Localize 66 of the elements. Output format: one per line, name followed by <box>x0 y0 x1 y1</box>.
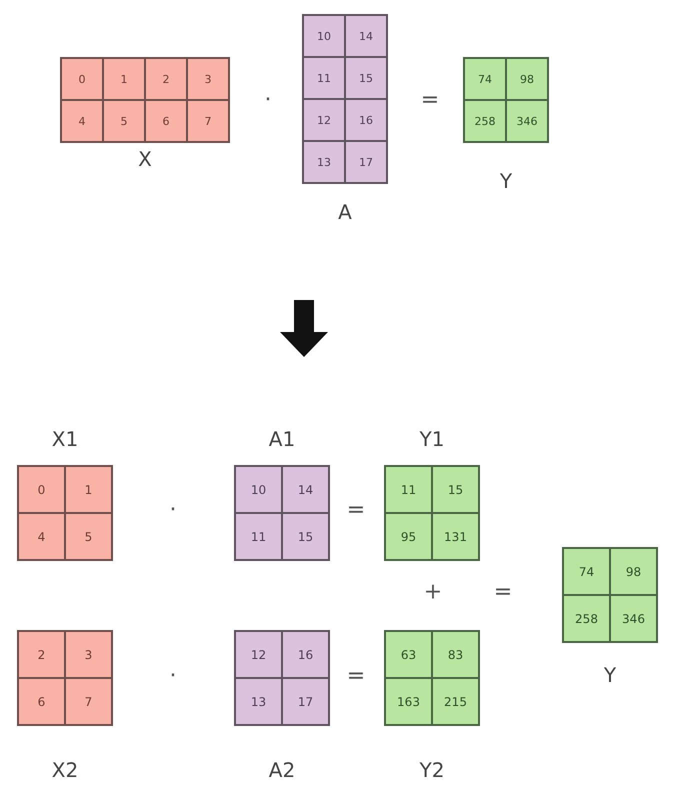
matrix-cell: 12 <box>303 99 345 141</box>
matrix-cell: 346 <box>610 595 657 642</box>
matrix-cell: 17 <box>282 678 329 725</box>
matrix-cell: 14 <box>345 15 387 57</box>
matrix-cell: 1 <box>65 466 112 513</box>
matrix-cell: 163 <box>385 678 432 725</box>
matrix-cell: 215 <box>432 678 479 725</box>
operator-sign: = <box>494 580 512 604</box>
matrix-cell: 346 <box>506 100 548 142</box>
matrix-cell: 74 <box>464 58 506 100</box>
operator-sign: + <box>424 580 442 604</box>
operator-sign: · <box>264 88 272 112</box>
matrix-cell: 4 <box>61 100 103 142</box>
matrix-cell: 14 <box>282 466 329 513</box>
matrix-cell: 7 <box>187 100 229 142</box>
matrix-cell: 2 <box>18 631 65 678</box>
matrix-cell: 10 <box>303 15 345 57</box>
matrix-name: X <box>138 146 152 173</box>
matrix-name: X2 <box>52 757 78 784</box>
matrix-cell: 7 <box>65 678 112 725</box>
matrix-cell: 16 <box>345 99 387 141</box>
matrix-cell: 15 <box>345 57 387 99</box>
matrix-cell: 11 <box>303 57 345 99</box>
matrix-cell: 131 <box>432 513 479 560</box>
matrix-cell: 6 <box>18 678 65 725</box>
operator-sign: = <box>346 664 366 688</box>
operator-sign: = <box>346 498 366 522</box>
matrix-name: A2 <box>268 757 296 784</box>
operator-sign: = <box>420 88 440 112</box>
matrix-cell: 74 <box>563 548 610 595</box>
matrix-cell: 98 <box>610 548 657 595</box>
matrix-cell: 12 <box>235 631 282 678</box>
matrix-cell: 63 <box>385 631 432 678</box>
matrix-cell: 15 <box>282 513 329 560</box>
matrix-name: Y <box>604 662 616 689</box>
matrix-cell: 6 <box>145 100 187 142</box>
matrix-cell: 13 <box>235 678 282 725</box>
matrix-cell: 3 <box>65 631 112 678</box>
matrix-cell: 3 <box>187 58 229 100</box>
matrix-cell: 2 <box>145 58 187 100</box>
matrix-cell: 0 <box>61 58 103 100</box>
matrix-name: Y2 <box>420 757 444 784</box>
matrix-name: Y1 <box>420 426 444 453</box>
matrix-name: Y <box>500 168 512 195</box>
operator-sign: · <box>170 498 176 522</box>
matrix-cell: 11 <box>235 513 282 560</box>
matrix-name: A1 <box>268 426 296 453</box>
matrix-cell: 258 <box>563 595 610 642</box>
matrix-cell: 0 <box>18 466 65 513</box>
matrix-cell: 10 <box>235 466 282 513</box>
matrix-cell: 1 <box>103 58 145 100</box>
matrix-cell: 17 <box>345 141 387 183</box>
matrix-name: A <box>338 199 352 226</box>
matrix-name: X1 <box>52 426 78 453</box>
matrix-cell: 16 <box>282 631 329 678</box>
matrix-cell: 83 <box>432 631 479 678</box>
matrix-cell: 95 <box>385 513 432 560</box>
operator-sign: · <box>170 664 176 688</box>
matrix-cell: 5 <box>103 100 145 142</box>
matrix-cell: 5 <box>65 513 112 560</box>
matrix-cell: 13 <box>303 141 345 183</box>
matrix-cell: 15 <box>432 466 479 513</box>
matrix-cell: 98 <box>506 58 548 100</box>
matrix-cell: 4 <box>18 513 65 560</box>
matrix-cell: 258 <box>464 100 506 142</box>
matrix-cell: 11 <box>385 466 432 513</box>
